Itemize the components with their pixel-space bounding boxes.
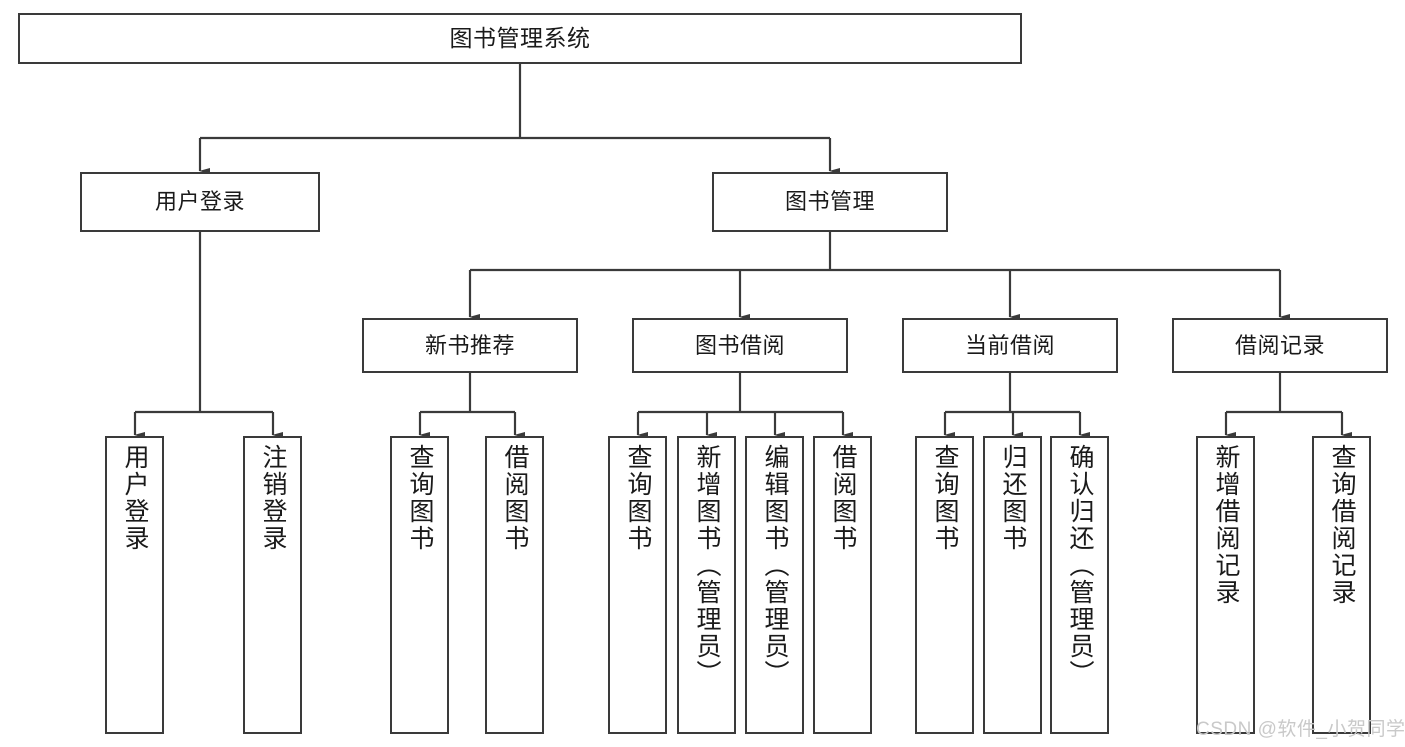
node-label: 编辑图书（管理员）	[761, 444, 789, 687]
node-label: 用户登录	[154, 189, 245, 214]
node-label: 图书管理系统	[449, 25, 591, 51]
leaf-return-book[interactable]: 归还图书	[983, 436, 1042, 734]
node-label: 注销登录	[259, 444, 287, 552]
leaf-add-borrow-record[interactable]: 新增借阅记录	[1196, 436, 1255, 734]
node-label: 查询借阅记录	[1328, 444, 1356, 606]
node-current-borrow[interactable]: 当前借阅	[902, 318, 1118, 373]
node-label: 确认归还（管理员）	[1066, 444, 1094, 687]
leaf-query-borrow-record[interactable]: 查询借阅记录	[1312, 436, 1371, 734]
node-label: 借阅图书	[829, 444, 857, 552]
leaf-user-login[interactable]: 用户登录	[105, 436, 164, 734]
node-label: 查询图书	[931, 444, 959, 552]
leaf-edit-book-admin[interactable]: 编辑图书（管理员）	[745, 436, 804, 734]
leaf-query-books-current[interactable]: 查询图书	[915, 436, 974, 734]
node-book-borrow[interactable]: 图书借阅	[632, 318, 848, 373]
node-label: 新增图书（管理员）	[693, 444, 721, 687]
node-book-management[interactable]: 图书管理	[712, 172, 948, 232]
node-label: 借阅图书	[501, 444, 529, 552]
node-root[interactable]: 图书管理系统	[18, 13, 1022, 64]
leaf-logout[interactable]: 注销登录	[243, 436, 302, 734]
node-new-book-recommend[interactable]: 新书推荐	[362, 318, 578, 373]
node-label: 借阅记录	[1234, 332, 1325, 358]
node-label: 归还图书	[999, 444, 1027, 552]
node-label: 用户登录	[121, 444, 149, 552]
node-label: 查询图书	[624, 444, 652, 552]
leaf-borrow-books-recommend[interactable]: 借阅图书	[485, 436, 544, 734]
node-label: 新增借阅记录	[1212, 444, 1240, 606]
leaf-borrow-book[interactable]: 借阅图书	[813, 436, 872, 734]
leaf-add-book-admin[interactable]: 新增图书（管理员）	[677, 436, 736, 734]
node-label: 查询图书	[406, 444, 434, 552]
leaf-confirm-return-admin[interactable]: 确认归还（管理员）	[1050, 436, 1109, 734]
node-borrow-records[interactable]: 借阅记录	[1172, 318, 1388, 373]
node-label: 图书管理	[784, 189, 875, 214]
leaf-query-books-borrow[interactable]: 查询图书	[608, 436, 667, 734]
node-label: 图书借阅	[694, 332, 785, 358]
node-label: 新书推荐	[424, 332, 515, 358]
leaf-query-books-recommend[interactable]: 查询图书	[390, 436, 449, 734]
node-label: 当前借阅	[964, 332, 1055, 358]
node-user-login[interactable]: 用户登录	[80, 172, 320, 232]
